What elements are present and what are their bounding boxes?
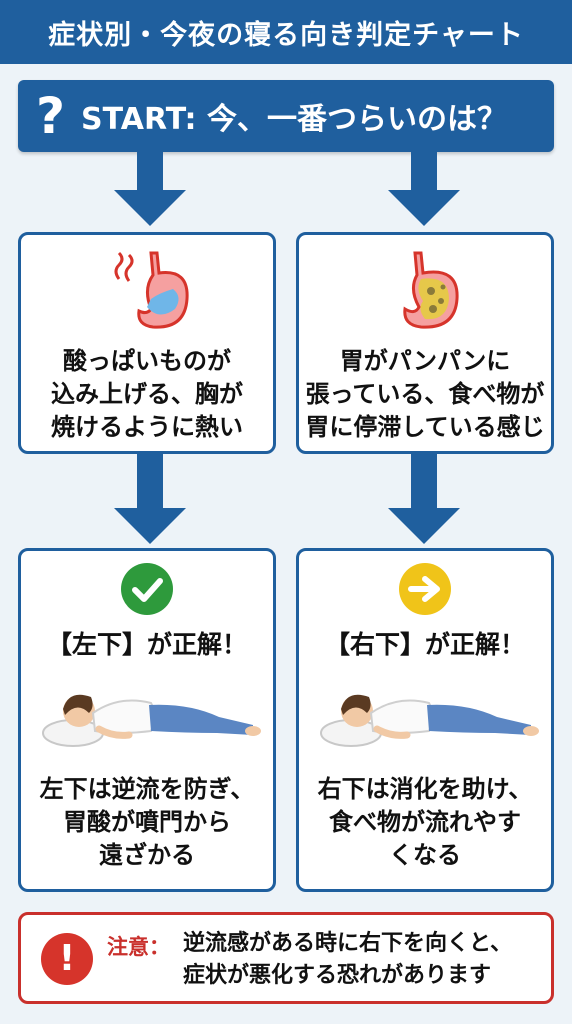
warning-label: 注意：	[107, 935, 170, 959]
page-title-text: 症状別・今夜の寝る向き判定チャート	[48, 19, 524, 51]
check-icon	[121, 563, 173, 615]
symptom-line: 胃に停滞している感じ	[305, 413, 545, 441]
result-line: くなる	[389, 841, 461, 869]
result-box-left-side: 【左下】が正解！ 左下は逆流を防ぎ、 胃酸が噴門から 遠ざかる	[18, 548, 276, 892]
arrow-right-icon	[399, 563, 451, 615]
result-line: 胃酸が噴門から	[63, 808, 231, 836]
warning-line: 逆流感がある時に右下を向くと、	[183, 931, 513, 956]
result-line: 遠ざかる	[99, 841, 195, 869]
symptom-line: 込み上げる、胸が	[51, 380, 243, 408]
warning-notice: ! 注意： 逆流感がある時に右下を向くと、 症状が悪化する恐れがあります	[18, 912, 554, 1004]
symptom-line: 張っている、食べ物が	[305, 380, 545, 408]
result-box-right-side: 【右下】が正解！ 右下は消化を助け、 食べ物が流れやす くなる	[296, 548, 554, 892]
symptom-box-bloated: 胃がパンパンに 張っている、食べ物が 胃に停滞している感じ	[296, 232, 554, 454]
symptom-line: 酸っぱいものが	[63, 347, 231, 375]
arrow-down-icon	[388, 152, 460, 226]
symptom-line: 焼けるように熱い	[51, 413, 243, 441]
arrow-down-icon	[114, 152, 186, 226]
sleeping-person-right-icon	[320, 694, 539, 747]
exclamation-icon: !	[41, 933, 93, 985]
result-line: 右下は消化を助け、	[317, 775, 533, 803]
stomach-acid-icon	[114, 251, 189, 329]
result-heading: 【左下】が正解！	[46, 630, 247, 659]
stomach-full-icon	[403, 251, 459, 329]
arrow-down-icon	[114, 454, 186, 544]
arrow-down-icon	[388, 454, 460, 544]
question-icon: ?	[36, 87, 66, 145]
warning-line: 症状が悪化する恐れがあります	[183, 963, 492, 988]
page-title: 症状別・今夜の寝る向き判定チャート	[0, 0, 572, 64]
symptom-box-heartburn: 酸っぱいものが 込み上げる、胸が 焼けるように熱い	[18, 232, 276, 454]
result-line: 左下は逆流を防ぎ、	[39, 775, 255, 803]
symptom-line: 胃がパンパンに	[339, 347, 511, 375]
start-box: ? START: 今、一番つらいのは？	[18, 80, 554, 152]
result-heading: 【右下】が正解！	[324, 630, 525, 659]
start-text: START: 今、一番つらいのは？	[81, 102, 507, 137]
sleeping-person-left-icon	[42, 694, 261, 747]
result-line: 食べ物が流れやす	[329, 808, 521, 836]
